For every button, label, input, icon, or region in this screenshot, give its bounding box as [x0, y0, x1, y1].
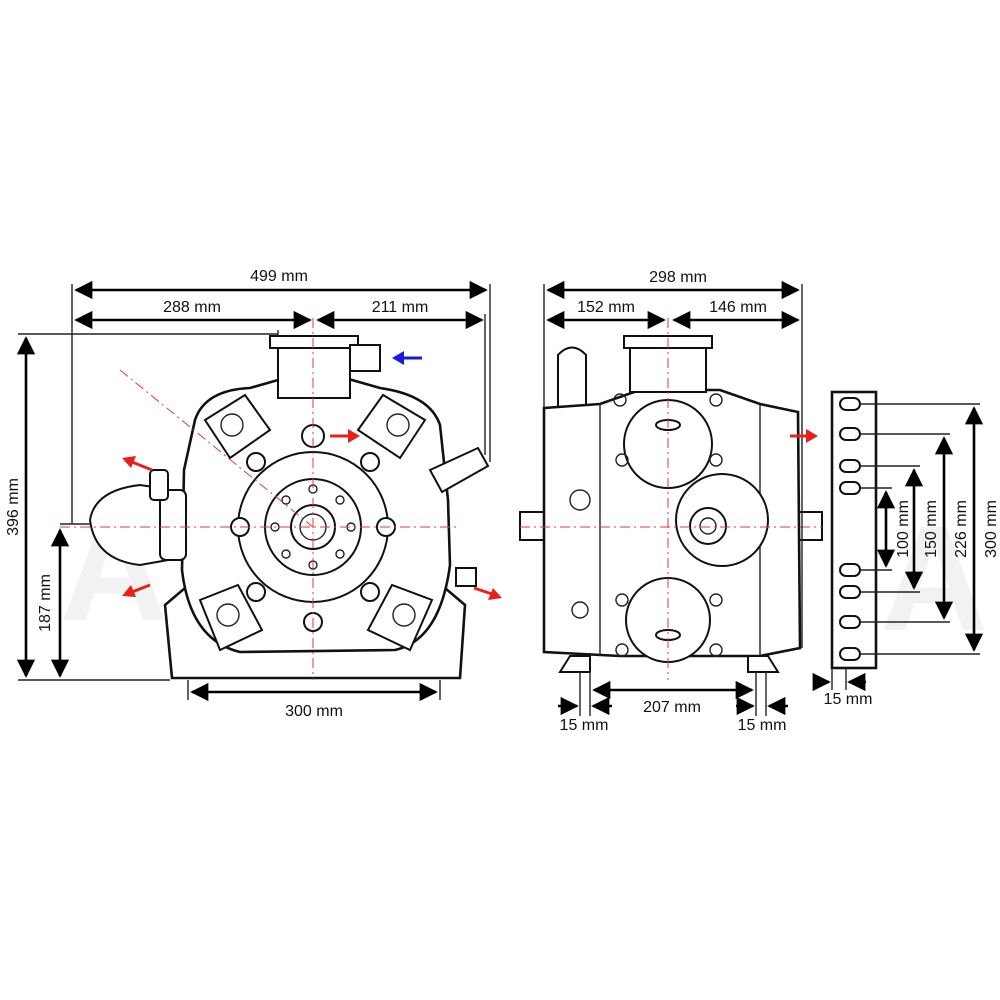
side-left-foot: [558, 655, 591, 673]
side-right-width-label: 146 mm: [709, 299, 767, 316]
front-total-width-label: 499 mm: [250, 268, 308, 285]
front-inlet-pipe: [349, 344, 381, 372]
side-dimensions: 298 mm 152 mm 146 mm 207 mm 15 mm 15 mm: [543, 269, 803, 734]
front-base-width-label: 300 mm: [285, 703, 343, 720]
side-tube: [557, 346, 587, 409]
red-arrow-icon: [122, 583, 151, 597]
front-valves: [149, 469, 187, 561]
red-arrow-icon: [473, 586, 502, 600]
blue-arrow-icon: [392, 351, 422, 365]
front-heads: [198, 393, 434, 652]
side-view: [519, 318, 823, 680]
side-bolts: [569, 393, 723, 657]
red-arrow-icon: [122, 456, 153, 472]
front-dimensions: 499 mm 288 mm 211 mm 396 mm 187 mm 300 m…: [5, 268, 491, 720]
front-left-width-label: 288 mm: [163, 299, 221, 316]
side-total-width-label: 298 mm: [649, 269, 707, 286]
front-flow-arrows: [122, 351, 502, 600]
front-right-fitting: [455, 567, 477, 587]
side-foot-right-label: 15 mm: [738, 717, 787, 734]
front-perimeter-bolts: [230, 424, 396, 632]
bracket-hole-150-label: 150 mm: [923, 500, 940, 558]
front-inlet-cap: [269, 335, 359, 349]
red-arrow-icon: [790, 429, 818, 443]
side-housing: [542, 388, 802, 658]
front-hub-bolts: [270, 484, 356, 570]
front-right-pipe: [428, 446, 490, 494]
side-foot-spacing-label: 207 mm: [643, 699, 701, 716]
mounting-bracket: [830, 390, 980, 670]
front-axis-height-label: 187 mm: [37, 574, 54, 632]
front-height-label: 396 mm: [5, 478, 22, 536]
bracket-hole-100-label: 100 mm: [895, 500, 912, 558]
bracket-slots: [839, 397, 861, 661]
side-left-shaft: [519, 511, 545, 541]
red-arrow-icon: [330, 429, 360, 443]
bracket-width-label: 15 mm: [824, 691, 873, 708]
side-foot-left-label: 15 mm: [560, 717, 609, 734]
front-view: [60, 318, 490, 680]
front-right-width-label: 211 mm: [372, 299, 429, 316]
bracket-dimensions: 100 mm 150 mm 226 mm 300 mm 15 mm: [812, 406, 1000, 708]
side-left-width-label: 152 mm: [577, 299, 635, 316]
bracket-hole-300-label: 300 mm: [983, 500, 1000, 558]
side-right-foot: [747, 655, 780, 673]
bracket-hole-226-label: 226 mm: [953, 500, 970, 558]
